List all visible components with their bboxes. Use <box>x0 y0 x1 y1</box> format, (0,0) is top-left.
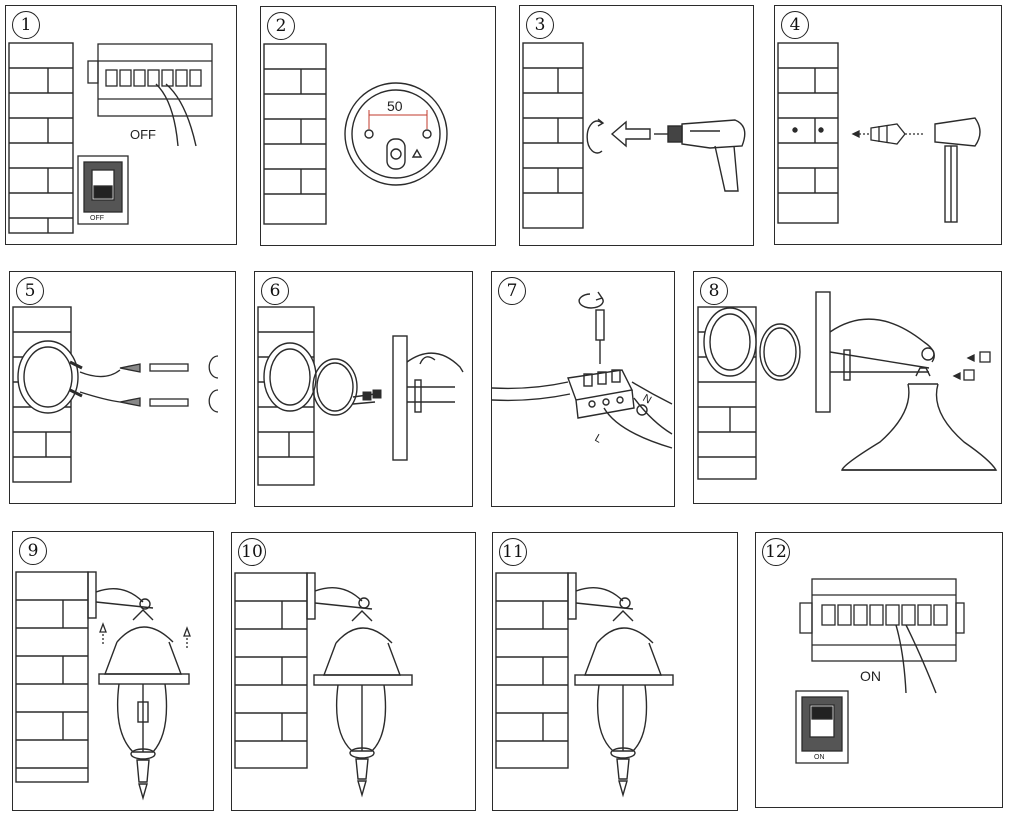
step-12-illustration: ON ON <box>795 578 965 764</box>
brick-wall <box>263 43 327 225</box>
brick-wall <box>234 572 308 769</box>
connector <box>362 389 382 401</box>
brick-wall <box>777 42 839 224</box>
rotation-arrow <box>578 291 604 309</box>
lantern <box>313 610 413 798</box>
switch-on-label: ON <box>860 668 881 684</box>
breaker-box <box>799 578 965 694</box>
lamp-bracket <box>567 572 634 620</box>
brick-wall <box>495 572 569 769</box>
breaker-switches <box>105 69 202 87</box>
direction-arrow <box>610 120 651 148</box>
step-12-panel: ON ON 12 <box>755 532 1003 808</box>
screwdriver <box>595 309 605 364</box>
lamp-bracket <box>87 571 154 619</box>
screws <box>79 355 219 413</box>
breaker-box <box>87 43 213 147</box>
step-11-illustration <box>495 572 674 798</box>
step-2-illustration: 50 <box>263 43 448 225</box>
step-9-panel: 9 <box>12 531 214 811</box>
step-number: 10 <box>238 538 266 566</box>
step-number: 2 <box>267 12 295 40</box>
step-3-panel: 3 <box>519 5 754 246</box>
terminal-block <box>567 369 635 419</box>
step-number: 12 <box>762 538 790 566</box>
screws-finial <box>952 351 991 381</box>
wire-loop <box>759 323 801 381</box>
step-number: 9 <box>19 537 47 565</box>
step-3-illustration <box>522 42 746 229</box>
wire-loop <box>312 358 376 416</box>
brick-wall <box>8 42 74 234</box>
breaker-switches <box>821 604 948 626</box>
wall-switch-on <box>795 690 849 764</box>
step-number: 11 <box>499 538 527 566</box>
step-8-panel: 8 <box>693 271 1002 504</box>
lantern <box>98 609 190 801</box>
mounting-plate <box>344 82 448 186</box>
wall-switch-off <box>77 155 129 225</box>
lamp-bracket <box>815 291 935 413</box>
small-switch-on-label: ON <box>814 754 825 761</box>
lamp-bracket <box>306 572 373 620</box>
wall-anchor <box>851 123 925 145</box>
wire-l-label: L <box>593 432 604 445</box>
step-4-panel: 4 <box>774 5 1002 245</box>
step-4-illustration <box>777 42 981 224</box>
mounting-plate <box>263 342 317 412</box>
step-number: 6 <box>261 277 289 305</box>
step-number: 7 <box>498 277 526 305</box>
step-9-illustration <box>15 571 191 801</box>
mounting-plate <box>703 307 757 377</box>
wires <box>492 381 673 449</box>
switch-off-label: OFF <box>130 127 156 142</box>
lamp-bracket <box>392 335 464 461</box>
step-2-panel: 50 2 <box>260 6 496 246</box>
lamp-shade <box>841 367 998 471</box>
step-number: 1 <box>12 11 40 39</box>
step-6-panel: 6 <box>254 271 473 507</box>
small-switch-off-label: OFF <box>90 215 104 222</box>
dimension-label: 50 <box>387 98 403 114</box>
step-8-illustration <box>697 291 998 480</box>
screws <box>99 622 191 648</box>
step-number: 3 <box>526 11 554 39</box>
electric-drill <box>654 119 746 192</box>
step-5-illustration <box>12 306 219 483</box>
step-number: 4 <box>781 11 809 39</box>
step-number: 5 <box>16 277 44 305</box>
mounting-plate <box>17 340 83 414</box>
rotation-arrow <box>586 118 605 154</box>
step-1-panel: OFF OFF 1 <box>5 5 237 245</box>
step-1-illustration: OFF OFF <box>8 42 213 234</box>
step-number: 8 <box>700 277 728 305</box>
step-7-panel: N L 7 <box>491 271 675 507</box>
step-6-illustration <box>257 306 464 486</box>
step-10-panel: 10 <box>231 532 476 811</box>
step-7-illustration: N L <box>492 291 673 449</box>
step-11-panel: 11 <box>492 532 738 811</box>
lantern <box>574 610 674 798</box>
brick-wall <box>522 42 584 229</box>
step-5-panel: 5 <box>9 271 236 504</box>
step-10-illustration <box>234 572 413 798</box>
brick-wall <box>15 571 89 783</box>
hammer <box>934 117 981 223</box>
